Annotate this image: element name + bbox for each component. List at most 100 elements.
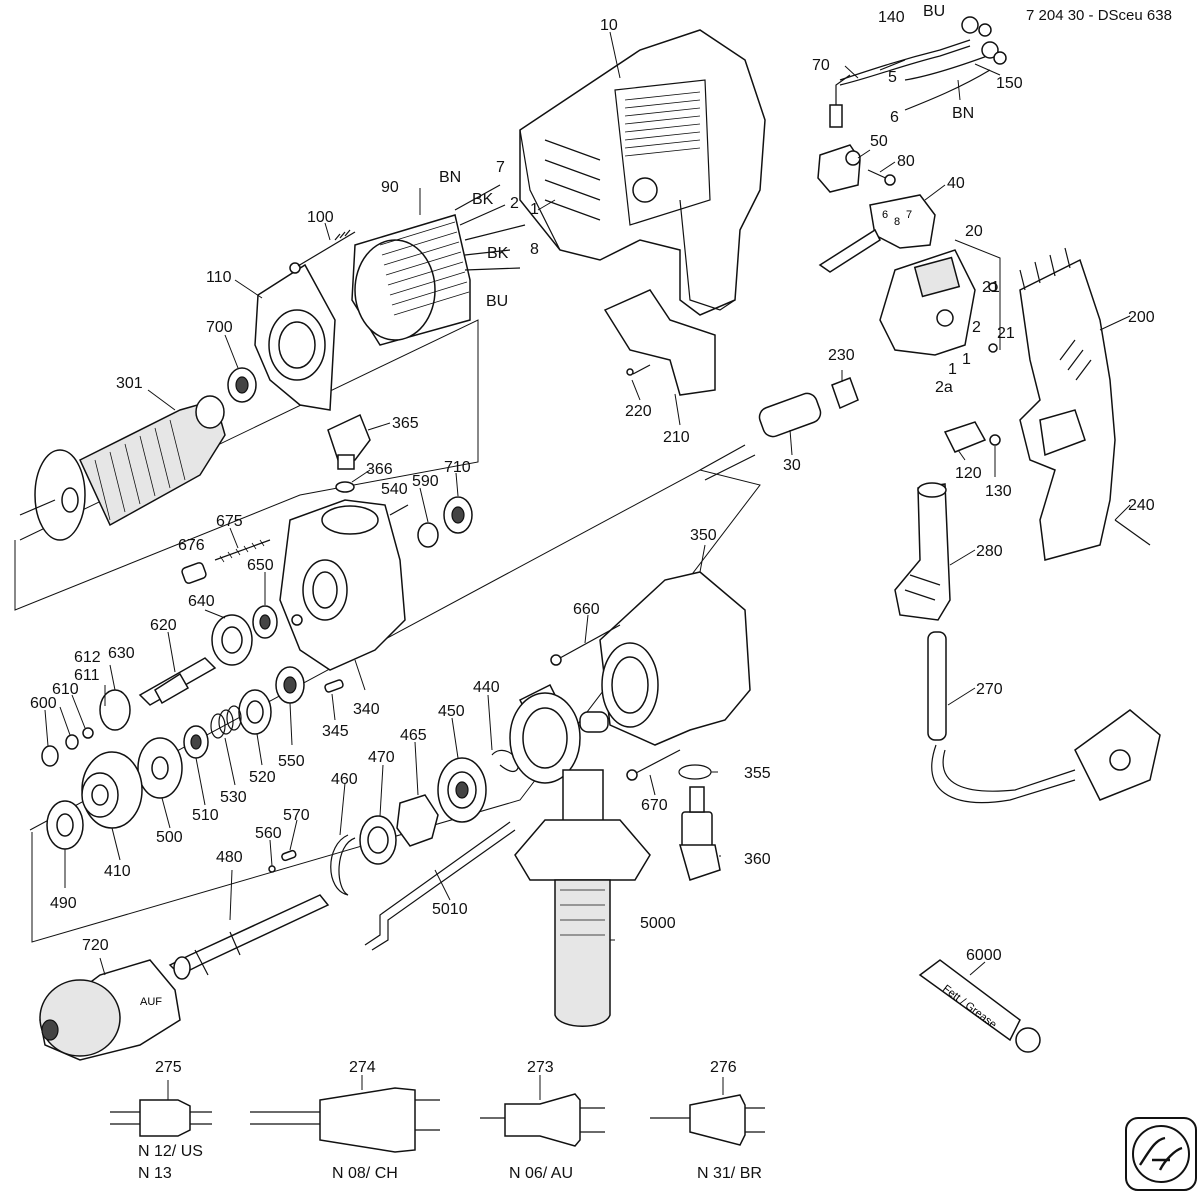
drill-chuck: AUF — [39, 959, 181, 1061]
selector-knob — [327, 413, 371, 470]
label-10: 10 — [600, 17, 618, 34]
label-210: 210 — [663, 429, 690, 446]
grease-tube: Fett / Grease — [918, 959, 1041, 1053]
label-200: 200 — [1128, 309, 1155, 326]
front-housing — [599, 571, 751, 746]
label-465: 465 — [400, 727, 427, 744]
screw — [626, 749, 681, 781]
power-cable — [927, 631, 1161, 804]
label-bu: BU — [923, 3, 945, 20]
cable-guard — [603, 289, 716, 396]
label-410: 410 — [104, 863, 131, 880]
label-273: 273 — [527, 1059, 554, 1076]
cable-sleeve — [894, 482, 951, 621]
label-560: 560 — [255, 825, 282, 842]
armature-group-frame — [14, 319, 479, 611]
label-2: 2 — [510, 195, 519, 212]
label-590: 590 — [412, 473, 439, 490]
bushing — [41, 745, 59, 767]
label-70: 70 — [812, 57, 830, 74]
plug-us — [110, 1099, 212, 1137]
label-345: 345 — [322, 723, 349, 740]
label-720: 720 — [82, 937, 109, 954]
label-bn: BN — [952, 105, 974, 122]
label-280: 280 — [976, 543, 1003, 560]
bearing — [252, 605, 278, 639]
label-612: 612 — [74, 649, 101, 666]
gearbox-housing — [279, 499, 406, 671]
gear — [81, 751, 143, 829]
label-8: 8 — [530, 241, 539, 258]
field-coil — [351, 184, 526, 346]
pin — [389, 504, 409, 516]
label-355: 355 — [744, 765, 771, 782]
label-520: 520 — [249, 769, 276, 786]
label-bk: BK — [487, 245, 509, 262]
label-n31-br: N 31/ BR — [697, 1165, 762, 1182]
label-20: 20 — [965, 223, 983, 240]
label-130: 130 — [985, 483, 1012, 500]
label-90: 90 — [381, 179, 399, 196]
label-1: 1 — [962, 351, 971, 368]
label-2: 2 — [972, 319, 981, 336]
label-n13: N 13 — [138, 1165, 172, 1182]
drill-spindle — [168, 894, 330, 980]
label-630: 630 — [108, 645, 135, 662]
detent-spring — [214, 539, 271, 563]
label-140: 140 — [878, 9, 905, 26]
wire-harness — [829, 16, 1007, 128]
label-2a: 2a — [935, 379, 953, 396]
washer — [359, 815, 397, 865]
ball — [268, 865, 276, 873]
label-bn: BN — [439, 169, 461, 186]
label-620: 620 — [150, 617, 177, 634]
label-365: 365 — [392, 415, 419, 432]
rear-handle — [1019, 247, 1151, 561]
label-5000: 5000 — [640, 915, 676, 932]
svg-text:8: 8 — [894, 216, 900, 228]
seal — [396, 794, 439, 847]
label-30: 30 — [783, 457, 801, 474]
label-6: 6 — [890, 109, 899, 126]
label-490: 490 — [50, 895, 77, 912]
bearing — [275, 666, 305, 704]
clutch — [238, 689, 272, 735]
bearing — [183, 725, 209, 759]
label-276: 276 — [710, 1059, 737, 1076]
depth-stop-rod-edge — [371, 829, 516, 951]
depth-stop-bush — [679, 786, 721, 881]
svg-text:7: 7 — [906, 209, 912, 221]
label-220: 220 — [625, 403, 652, 420]
label-n08-ch: N 08/ CH — [332, 1165, 398, 1182]
plug-br — [650, 1094, 765, 1146]
plug-au — [480, 1093, 605, 1147]
label-275: 275 — [155, 1059, 182, 1076]
label-500: 500 — [156, 829, 183, 846]
brush-holder — [817, 144, 896, 193]
label-120: 120 — [955, 465, 982, 482]
label-bk: BK — [472, 191, 494, 208]
document-id: 7 204 30 - DSceu 638 — [1026, 7, 1172, 24]
label-610: 610 — [52, 681, 79, 698]
bearing — [437, 757, 487, 823]
label-5010: 5010 — [432, 901, 468, 918]
label-40: 40 — [947, 175, 965, 192]
label-230: 230 — [828, 347, 855, 364]
o-ring — [678, 764, 712, 780]
plug-ch — [250, 1087, 440, 1153]
fein-logo — [1125, 1117, 1197, 1191]
gear — [137, 737, 183, 799]
label-6000: 6000 — [966, 947, 1002, 964]
label-301: 301 — [116, 375, 143, 392]
label-1: 1 — [530, 201, 539, 218]
label-676: 676 — [178, 537, 205, 554]
circlip — [330, 834, 356, 896]
label-600: 600 — [30, 695, 57, 712]
label-700: 700 — [206, 319, 233, 336]
washer — [46, 800, 84, 850]
spacer — [417, 522, 439, 548]
label-7: 7 — [496, 159, 505, 176]
label-540: 540 — [381, 481, 408, 498]
label-670: 670 — [641, 797, 668, 814]
label-bu: BU — [486, 293, 508, 310]
